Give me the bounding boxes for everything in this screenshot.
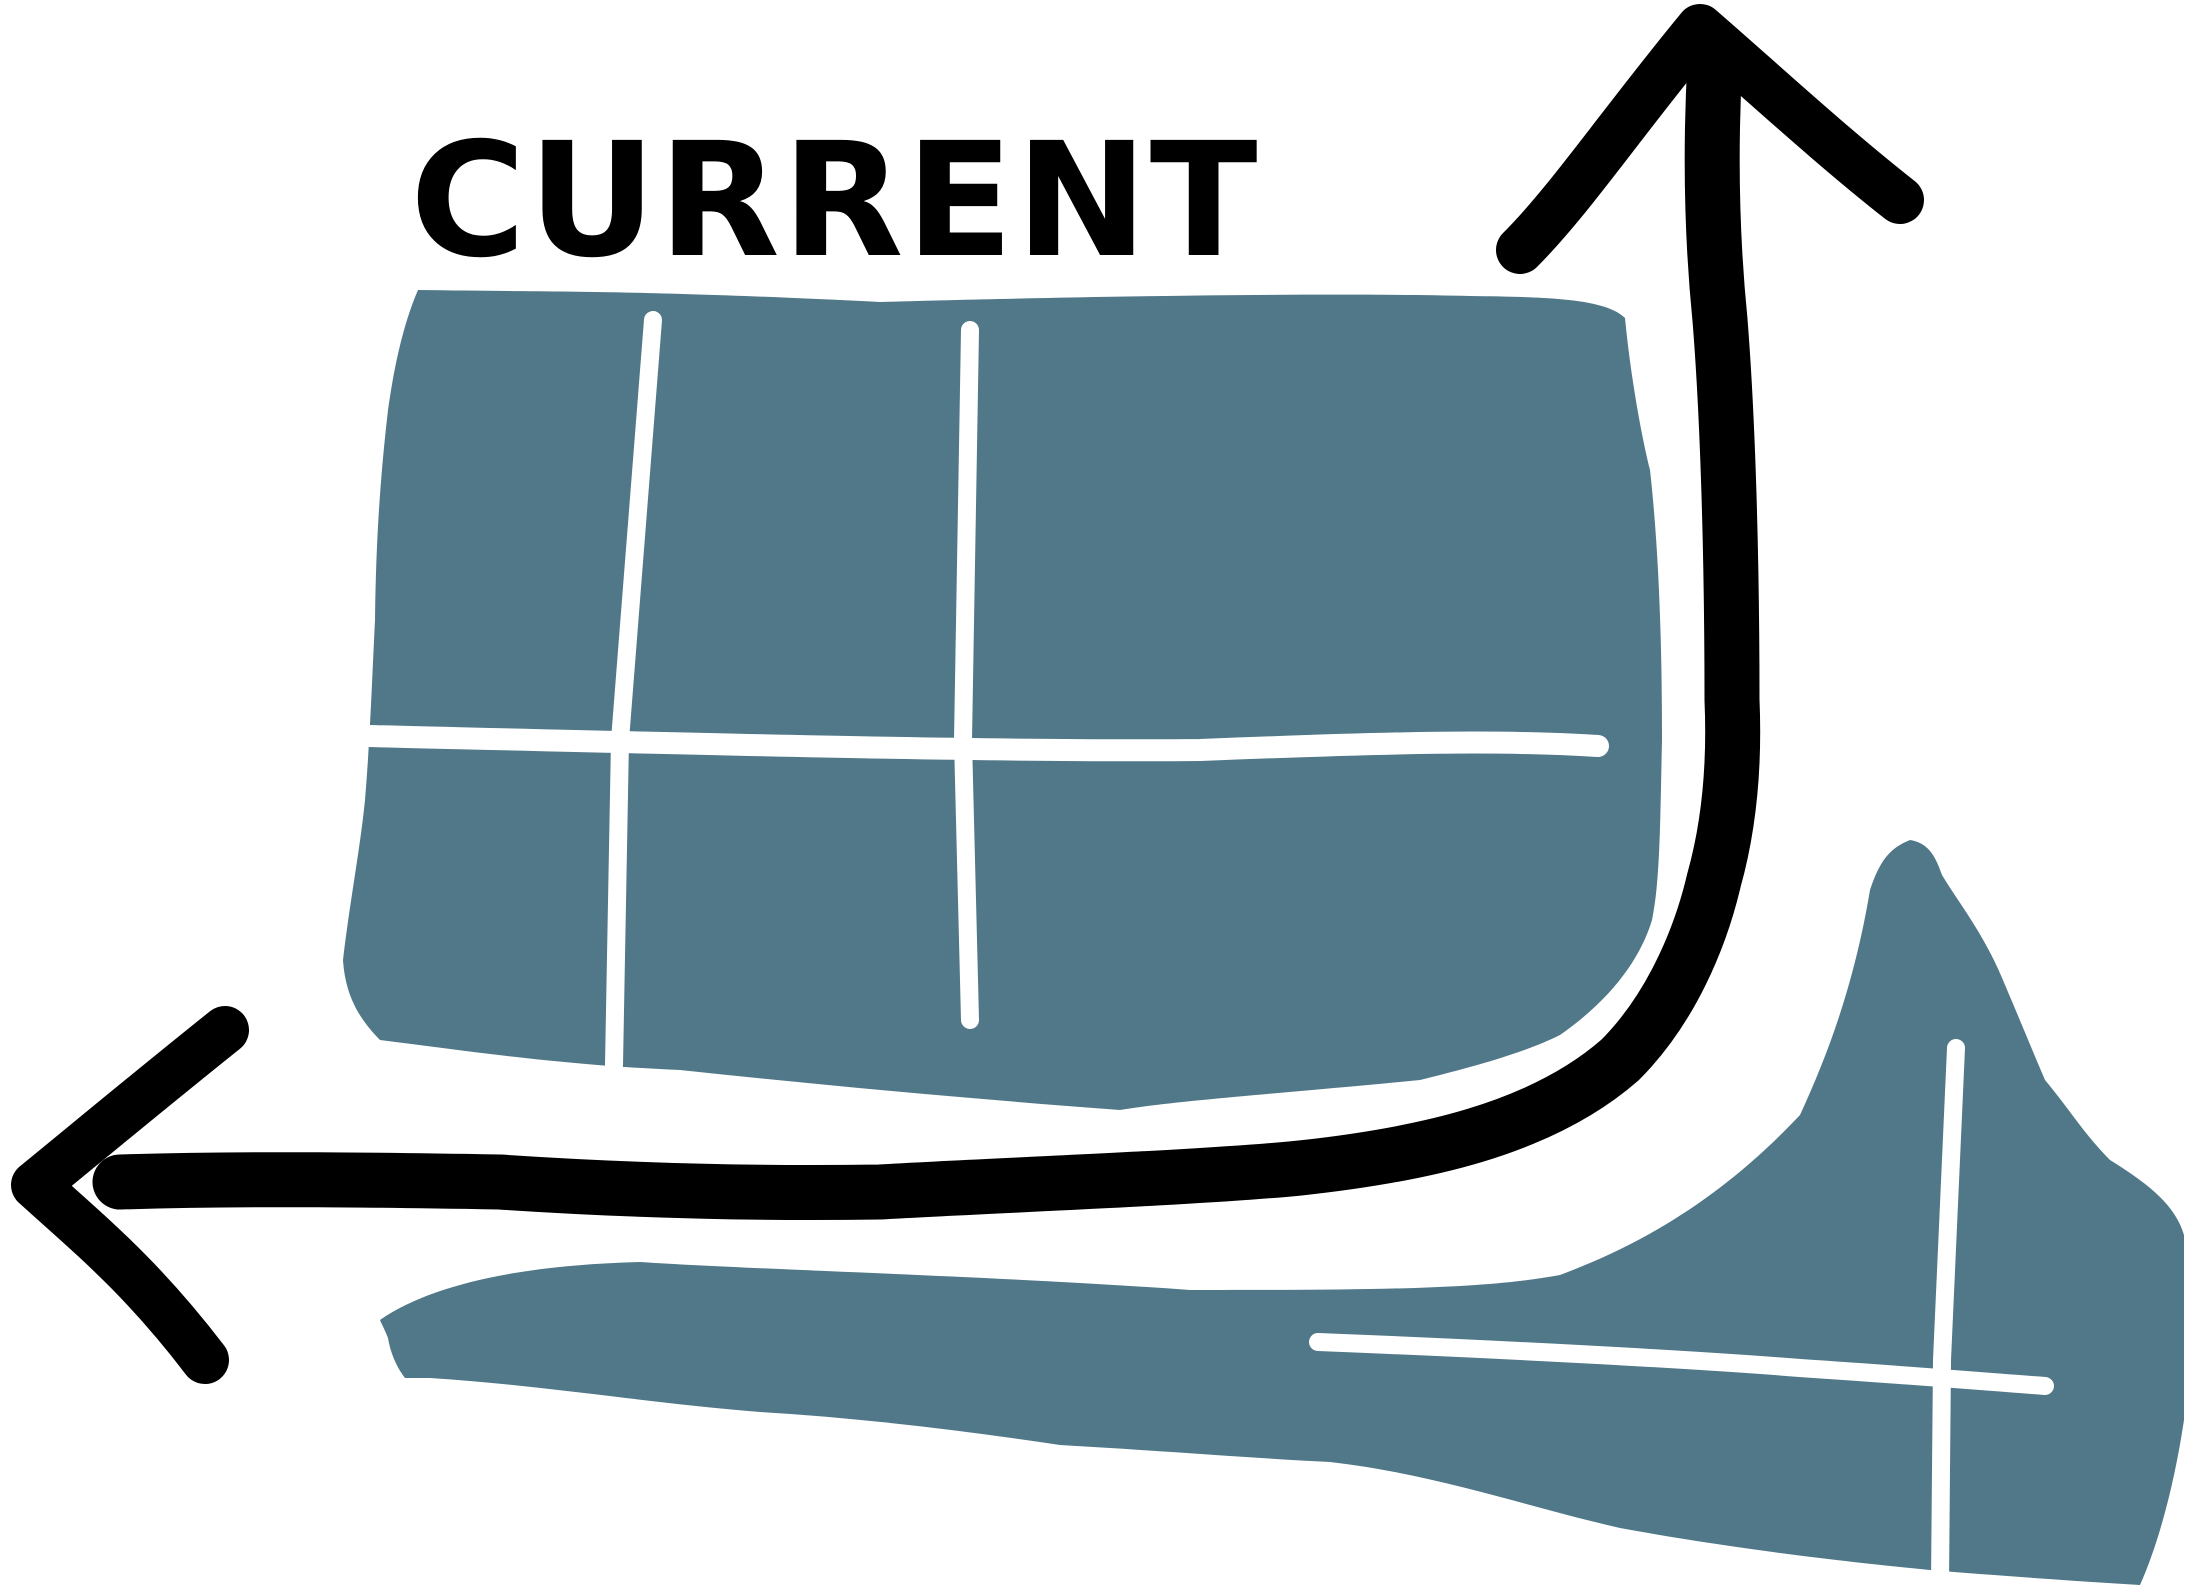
arrowhead-up-icon: [1496, 4, 1924, 274]
upper-vertical-divider-right: [953, 321, 979, 1029]
upper-block-dividers: [357, 311, 1609, 1074]
lower-block-dividers: [1309, 1039, 2054, 1589]
current-arrow: [11, 4, 1924, 1384]
lower-vertical-divider: [1931, 1039, 1965, 1589]
lower-block: [380, 840, 2184, 1585]
lower-horizontal-divider: [1309, 1333, 2054, 1395]
upper-block: [343, 290, 1662, 1110]
current-arrow-shaft: [92, 32, 1761, 1221]
current-label: CURRENT: [410, 109, 1260, 293]
arrowhead-left-icon: [11, 1006, 249, 1384]
upper-horizontal-divider: [357, 725, 1609, 762]
